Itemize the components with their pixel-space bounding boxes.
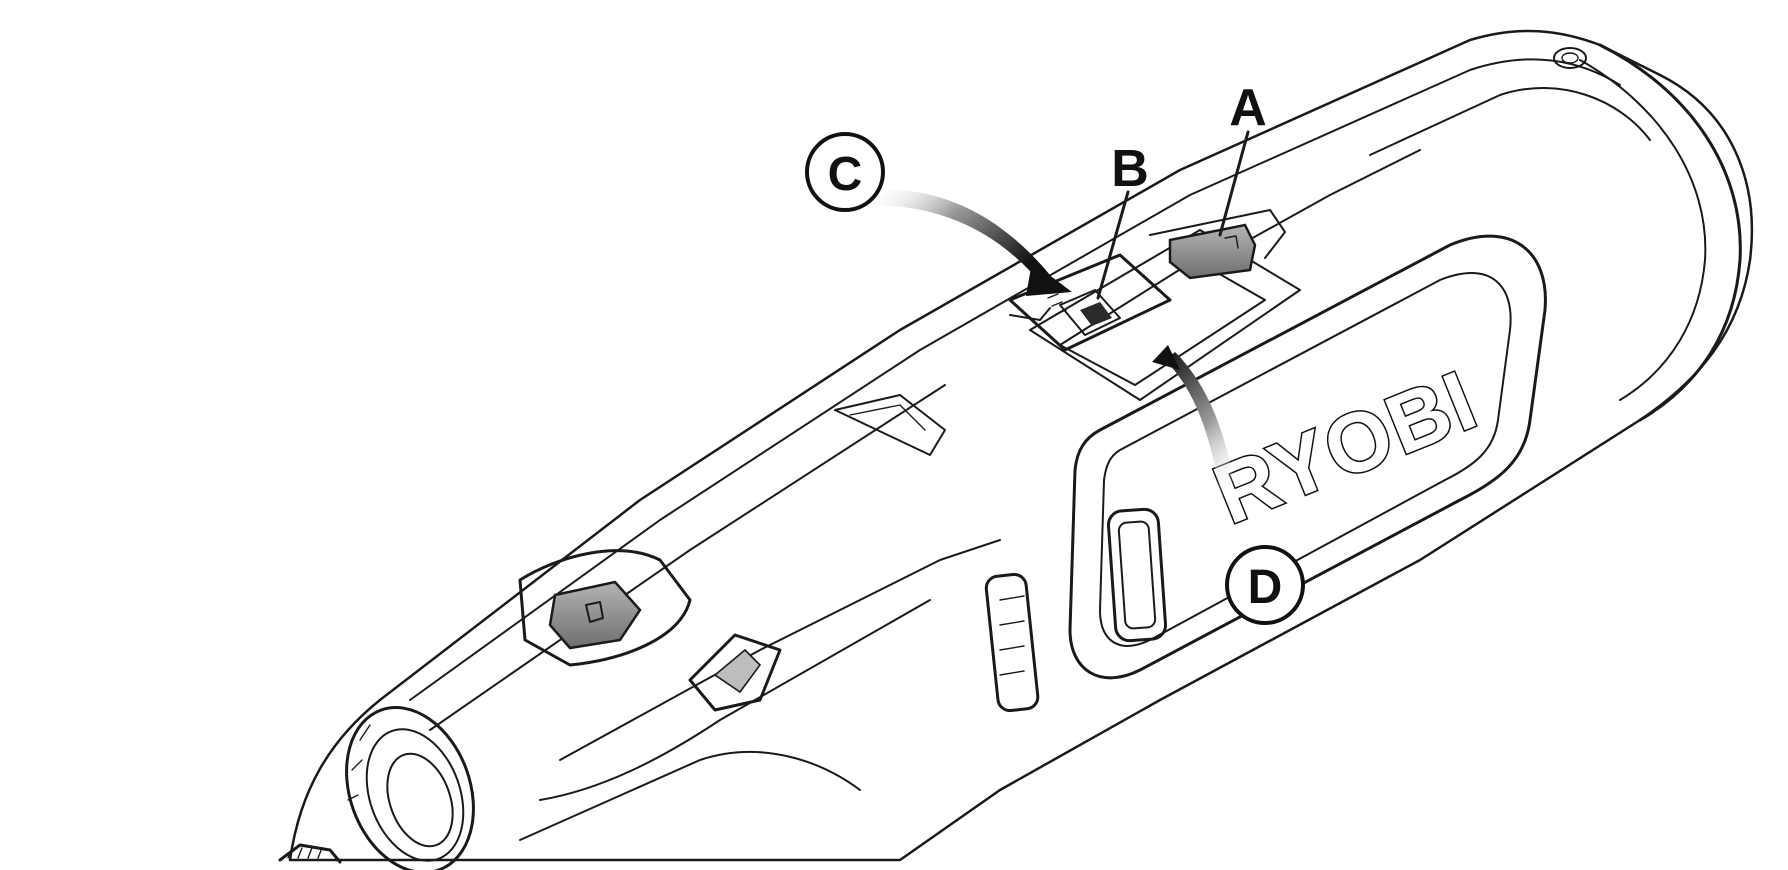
callout-b: B (1111, 140, 1149, 198)
callout-d: D (1248, 561, 1283, 614)
speed-dial (1080, 302, 1112, 326)
curved-arrow-d-icon (1152, 345, 1240, 525)
switch-a-button (1168, 223, 1257, 280)
tool-body (278, 29, 1754, 870)
callout-c: C (828, 148, 863, 201)
curved-arrow-c-icon (870, 189, 1072, 296)
callout-c-badge: C (805, 132, 885, 212)
callout-a: A (1229, 79, 1267, 137)
leader-line-b (1096, 190, 1130, 300)
leader-line-a (1218, 130, 1250, 237)
power-button (548, 580, 642, 650)
callout-d-badge: D (1225, 545, 1305, 625)
